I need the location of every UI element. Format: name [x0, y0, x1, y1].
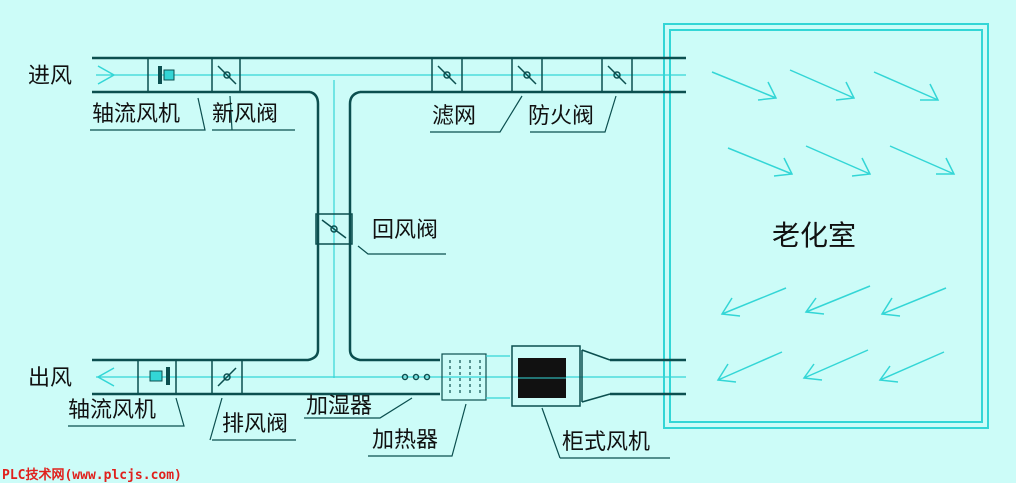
- top-axial-fan-label: 轴流风机: [92, 102, 181, 127]
- filter-label: 滤网: [432, 104, 477, 129]
- damper-icon: [217, 65, 627, 387]
- outlet-label: 出风: [28, 366, 73, 391]
- room-wall-outer: [663, 23, 989, 429]
- top-axial-fan-box: [147, 57, 213, 93]
- inlet-arrow-icon: [97, 65, 116, 85]
- airflow-arrow-icon: [789, 69, 856, 101]
- airflow-arrows: [711, 69, 956, 383]
- return-damper-label: 回风阀: [372, 218, 439, 243]
- bottom-axial-fan-box: [137, 359, 177, 395]
- airflow-arrow-icon: [711, 71, 778, 101]
- airflow-arrow-icon: [716, 351, 783, 383]
- axial-fan-icon: [149, 66, 175, 385]
- fire-damper-label: 防火阀: [528, 104, 595, 129]
- bottom-axial-fan-label: 轴流风机: [68, 398, 157, 423]
- outlet-arrow-icon: [96, 367, 115, 387]
- cabinet-fan-icon: [511, 345, 611, 407]
- airflow-arrow-icon: [802, 349, 869, 381]
- airflow-arrow-icon: [805, 145, 872, 177]
- humidifier-icon: [401, 373, 431, 381]
- airflow-arrow-icon: [889, 145, 956, 175]
- supply-duct: [92, 56, 686, 396]
- humidifier-label: 加湿器: [306, 394, 373, 419]
- heater-icon: [441, 353, 510, 401]
- watermark: PLC技术网(www.plcjs.com): [2, 468, 182, 483]
- room-wall-inner: [669, 29, 983, 423]
- room-label: 老化室: [772, 219, 857, 252]
- inlet-label: 进风: [28, 64, 73, 89]
- airflow-arrow-icon: [878, 351, 945, 383]
- return-damper-box: [315, 213, 353, 245]
- cabinet-fan-label: 柜式风机: [562, 430, 651, 455]
- airflow-arrow-icon: [873, 71, 940, 101]
- airflow-arrow-icon: [880, 287, 947, 317]
- exhaust-damper-label: 排风阀: [222, 412, 289, 437]
- airflow-arrow-icon: [804, 285, 871, 315]
- fresh-air-damper-label: 新风阀: [212, 102, 279, 127]
- airflow-arrow-icon: [727, 147, 794, 177]
- airflow-arrow-icon: [720, 287, 787, 317]
- heater-label: 加热器: [372, 428, 439, 453]
